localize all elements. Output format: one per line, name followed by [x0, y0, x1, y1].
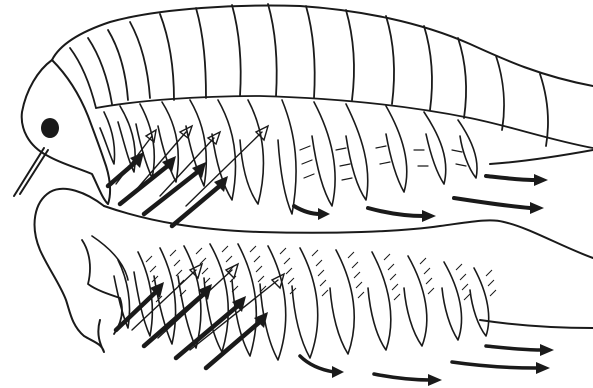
upper-eye	[41, 118, 59, 138]
